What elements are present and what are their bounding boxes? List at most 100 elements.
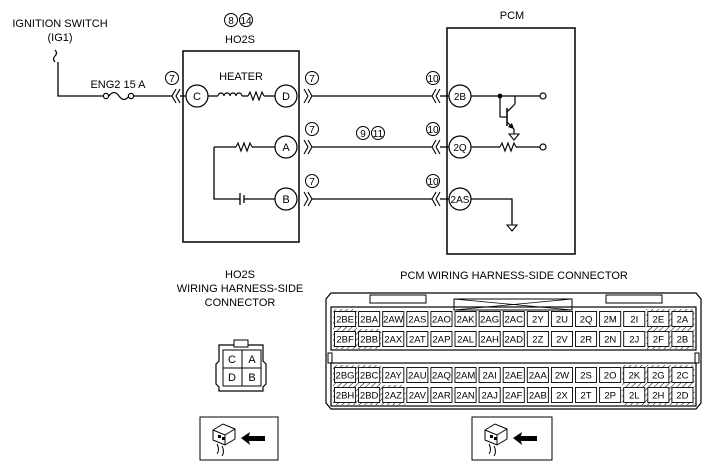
connector-chevron-b [303, 191, 313, 207]
pcm-cavity [575, 387, 598, 403]
pcm-cavity [382, 311, 405, 327]
heater-resistor-icon [247, 90, 265, 102]
pcm-cavity-label: 2AN [456, 391, 475, 402]
pcm-cavity-label: 2Y [532, 315, 544, 326]
ho2s-cavity-d: D [228, 372, 236, 384]
pcm-cavity-label: 2T [581, 391, 592, 402]
pcm-cavity [671, 367, 694, 383]
connector-chevron-d [303, 88, 313, 104]
pcm-cavity [382, 367, 405, 383]
pcm-cavity-label: 2X [556, 391, 568, 402]
pcm-cavity [454, 311, 477, 327]
pcm-cavity [358, 331, 381, 347]
pcm-cavity [502, 311, 525, 327]
ho2s-cavity-c: C [228, 354, 236, 366]
ho2s-connector-face: C A D B [215, 339, 267, 392]
pcm-cavity [599, 331, 622, 347]
pcm-cavity-label: 2AV [409, 391, 427, 402]
pcm-cavity [382, 387, 405, 403]
pcm-cavity [478, 311, 501, 327]
pcm-connector-view-icon [471, 416, 553, 461]
ref-pcm-2as: 10 [427, 177, 439, 188]
pcm-cavity [599, 367, 622, 383]
pcm-cavity-label: 2AP [432, 335, 450, 346]
pcm-cavity-label: 2BA [360, 315, 379, 326]
pcm-cavity-label: 2A [677, 315, 689, 326]
pcm-cavity-label: 2E [653, 315, 665, 326]
pcm-cavity [406, 331, 429, 347]
pcm-cavity [599, 311, 622, 327]
pcm-cavity-label: 2AF [505, 391, 523, 402]
pcm-cavity-label: 2C [676, 371, 688, 382]
pcm-cavity [550, 331, 573, 347]
pcm-cavity-label: 2AB [529, 391, 547, 402]
ho2s-cavity-a: A [248, 354, 256, 366]
pcm-cavity-label: 2F [653, 335, 664, 346]
pcm-cavity [623, 367, 646, 383]
fuse-terminal-right [127, 92, 135, 100]
pcm-cavity-label: 2Q [580, 315, 593, 326]
svg-text:C: C [193, 91, 201, 103]
pcm-cavity-label: 2D [676, 391, 688, 402]
pcm-cavity [334, 311, 357, 327]
pcm-cavity [671, 331, 694, 347]
pcm-cavity-label: 2H [652, 391, 664, 402]
ign-feed-wire [57, 62, 104, 97]
ignition-switch-sublabel: (IG1) [47, 32, 72, 44]
pcm-cavity-label: 2S [580, 371, 592, 382]
ho2s-connector-title-3: CONNECTOR [205, 297, 276, 309]
pcm-cavity-label: 2AW [383, 315, 403, 326]
pcm-cavity-label: 2AC [505, 315, 524, 326]
fuse-icon [108, 91, 130, 101]
pcm-cavity [406, 311, 429, 327]
pcm-cavity [502, 387, 525, 403]
pcm-cavity-label: 2AX [384, 335, 403, 346]
pcm-cavity-label: 2V [556, 335, 568, 346]
ref-mid-2: 11 [373, 129, 384, 140]
pcm-chevron-2b [431, 88, 441, 104]
ho2s-connector-title-2: WIRING HARNESS-SIDE [177, 283, 304, 295]
pcm-cavity-label: 2AD [505, 335, 524, 346]
pcm-cavity-label: 2AG [480, 315, 499, 326]
ho2s-title: HO2S [225, 34, 255, 46]
pcm-cavity [454, 387, 477, 403]
pcm-cavity [406, 367, 429, 383]
pcm-cavity-label: 2I [630, 315, 638, 326]
pcm-cavity [550, 387, 573, 403]
pcm-cavity [334, 331, 357, 347]
fuse-terminal-left [102, 92, 110, 100]
pcm-cavity-label: 2W [555, 371, 569, 382]
pcm-cavity-label: 2AT [409, 335, 426, 346]
connector-chevron-a [303, 139, 313, 155]
pcm-cavity [575, 311, 598, 327]
pcm-cavity [526, 367, 549, 383]
pcm-cavity [526, 311, 549, 327]
pcm-cavity-label: 2L [629, 391, 640, 402]
pcm-cavity-label: 2O [604, 371, 617, 382]
pcm-cavity [454, 331, 477, 347]
pcm-cavity [430, 387, 453, 403]
svg-text:2AS: 2AS [451, 195, 470, 206]
ignition-switch-symbol [52, 49, 58, 63]
ho2s-connector-title-1: HO2S [225, 269, 255, 281]
sensor-resistor-icon [235, 141, 253, 153]
pcm-cavity-label: 2BH [336, 391, 355, 402]
pcm-cavity-label: 2P [604, 391, 616, 402]
svg-text:B: B [282, 194, 289, 206]
terminal-a [274, 135, 298, 159]
pcm-cavity-label: 2M [604, 315, 617, 326]
pcm-cavity-label: 2AU [408, 371, 427, 382]
terminal-b [274, 187, 298, 211]
pcm-cavity-label: 2AE [505, 371, 523, 382]
pcm-cavity [599, 387, 622, 403]
ignition-switch-label: IGNITION SWITCH [12, 18, 107, 30]
pcm-cavity [647, 367, 670, 383]
pcm-title: PCM [500, 10, 524, 22]
pcm-cavity-label: 2R [580, 335, 592, 346]
pcm-cavity-label: 2BG [336, 371, 355, 382]
pcm-cavity [647, 311, 670, 327]
pcm-box [446, 27, 576, 255]
pcm-chevron-2q [431, 139, 441, 155]
pcm-chevron-2as [431, 191, 441, 207]
